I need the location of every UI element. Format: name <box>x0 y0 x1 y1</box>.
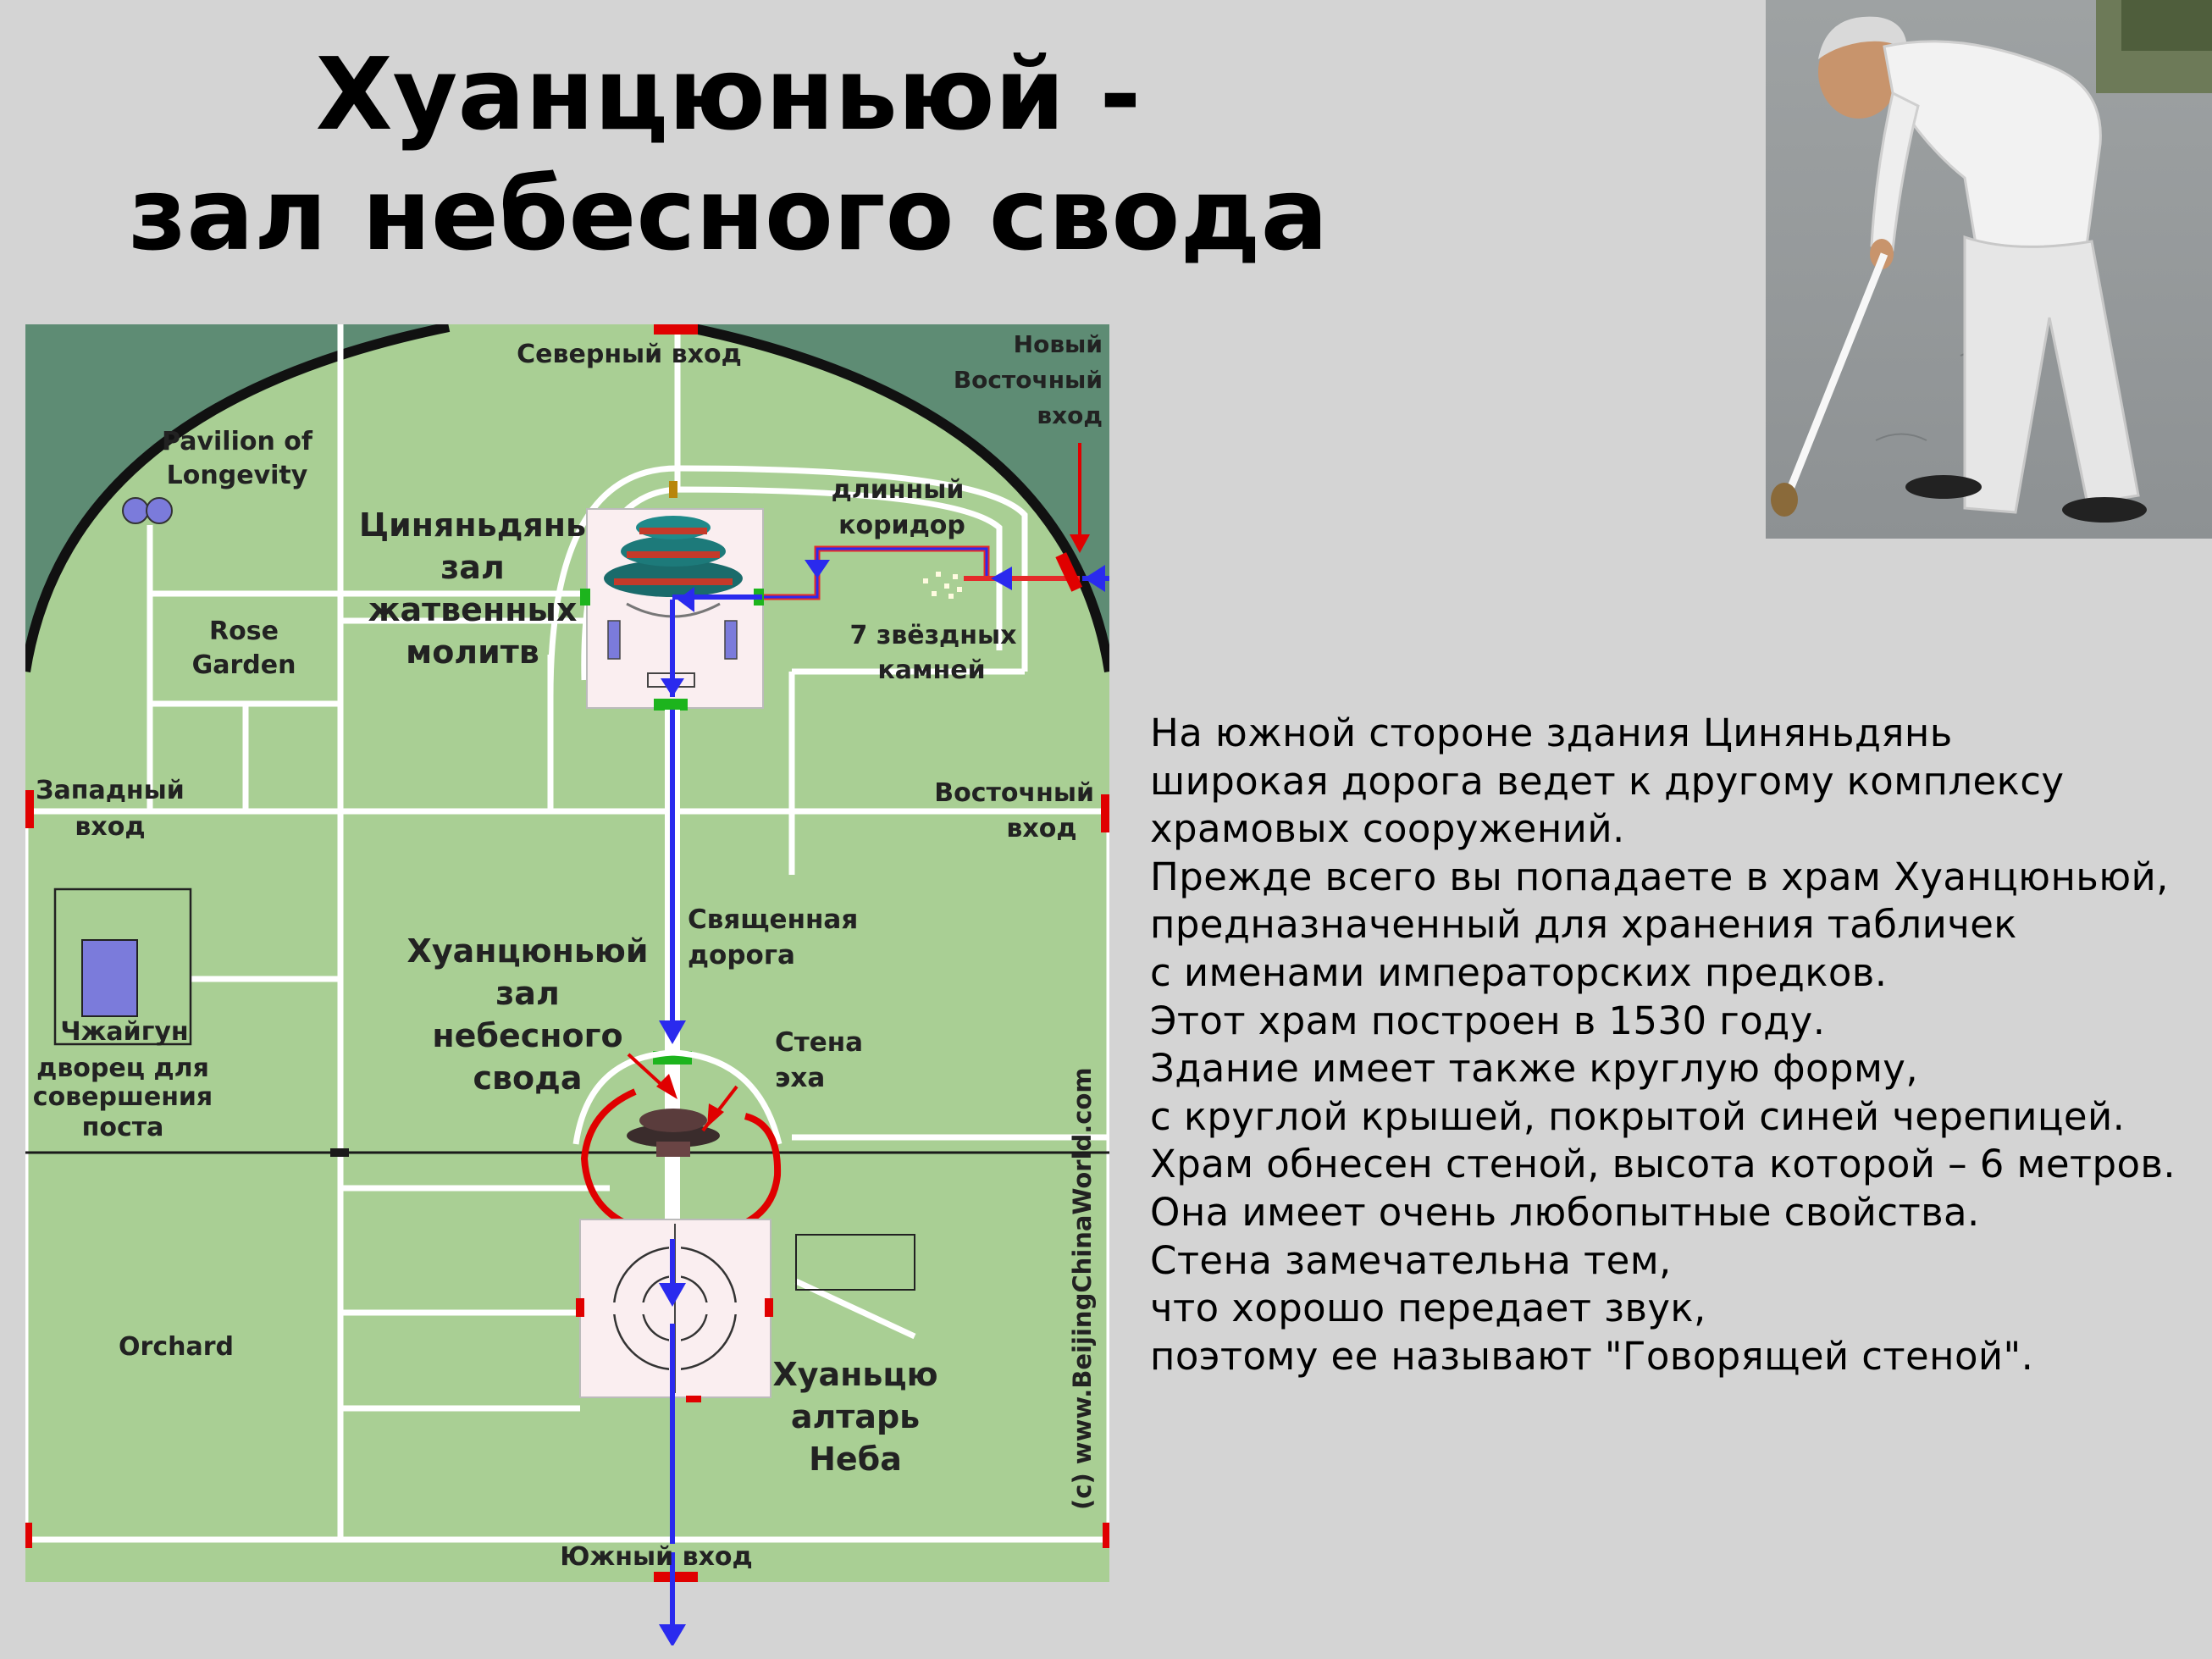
echo-wall <box>572 1049 782 1145</box>
qiniandian-label: Циняньдянь <box>359 506 586 544</box>
echo-wall-label: эха <box>775 1063 825 1093</box>
south-entrance-marker <box>654 1572 698 1582</box>
new-east-entrance-label: Восточный <box>954 366 1103 394</box>
gate-west <box>580 589 590 606</box>
new-east-entrance-label: Новый <box>1014 330 1103 358</box>
park-boundary-east <box>686 324 1109 663</box>
calligrapher-photo <box>1766 0 2212 539</box>
west-entrance-label: Западный <box>36 776 185 805</box>
pavilion-label: Longevity <box>167 461 308 490</box>
text-line: Здание имеет также круглую форму, <box>1150 1046 1919 1092</box>
gate-south <box>654 699 688 711</box>
sacred-way-label: Священная <box>688 904 858 935</box>
park-boundary-west <box>25 324 449 663</box>
text-line: с именами императорских предков. <box>1150 949 1888 995</box>
temple-of-heaven-map: Северный вход Новый Восточный вход Pavil… <box>25 324 1109 1645</box>
slide-title: Хуанцюньюй - зал небесного свода <box>119 34 1338 274</box>
slide-title-line-2: зал небесного свода <box>128 156 1329 273</box>
echo-wall-label: Стена <box>775 1027 863 1058</box>
north-entrance-label: Северный вход <box>517 340 742 369</box>
orchard-label: Orchard <box>119 1332 234 1362</box>
west-entrance-marker <box>25 790 34 828</box>
description-text: На южной стороне здания Циняньдянь широк… <box>1150 710 2200 1380</box>
copyright-label: (c) www.BeijingChinaWorld.com <box>1068 1067 1097 1510</box>
west-entrance-label: вход <box>75 812 145 842</box>
pavilion-label: Pavilion of <box>162 427 313 456</box>
altar-label: Хуаньцю <box>772 1356 937 1393</box>
long-corridor-label: длинный <box>832 475 965 505</box>
text-line: Прежде всего вы попадаете в храм Хуанцюн… <box>1150 854 2169 899</box>
text-line: Стена замечательна тем, <box>1150 1237 1672 1283</box>
slide-title-line-1: Хуанцюньюй - <box>315 36 1142 152</box>
text-line: храмовых сооружений. <box>1150 806 1625 852</box>
north-entrance-marker <box>654 324 698 335</box>
text-line: Храм обнесен стеной, высота которой – 6 … <box>1150 1142 2176 1187</box>
rose-garden-label: Rose <box>209 617 279 646</box>
huangqiongyu-label: небесного <box>432 1017 622 1054</box>
east-entrance-label: Восточный <box>934 778 1094 808</box>
zhaigong-label: совершения <box>33 1082 213 1112</box>
text-line: с круглой крышей, покрытой синей черепиц… <box>1150 1093 2126 1139</box>
huangqiongyu-label: зал <box>495 975 560 1012</box>
seven-stars-label: 7 звёздных <box>850 621 1017 650</box>
text-line: что хорошо передает звук, <box>1150 1286 1706 1331</box>
altar-label: алтарь <box>791 1398 920 1435</box>
qiniandian-temple-icon <box>604 481 743 597</box>
text-line: широкая дорога ведет к другому комплексу <box>1150 758 2065 804</box>
zhaigong-label: поста <box>82 1113 164 1142</box>
text-line: Этот храм построен в 1530 году. <box>1150 998 1826 1043</box>
south-entrance-label: Южный вход <box>560 1542 753 1572</box>
roads <box>25 324 1109 1543</box>
huangqiongyu-temple-icon <box>627 1109 720 1157</box>
rose-garden-label: Garden <box>192 650 296 680</box>
text-line: На южной стороне здания Циняньдянь <box>1150 711 1953 755</box>
qiniandian-label: жатвенных <box>368 591 578 628</box>
park-area <box>25 324 1109 1582</box>
seven-stars-label: камней <box>877 655 985 685</box>
zhaigong-label: Чжайгун <box>60 1017 188 1047</box>
qiniandian-label: молитв <box>406 633 539 671</box>
new-east-entrance-label: вход <box>1037 401 1103 429</box>
text-line: Она имеет очень любопытные свойства. <box>1150 1189 1980 1235</box>
text-line: поэтому ее называют "Говорящей стеной". <box>1150 1333 2034 1379</box>
text-line: предназначенный для хранения табличек <box>1150 902 2017 948</box>
long-corridor-label: коридор <box>838 511 965 540</box>
east-entrance-label: вход <box>1006 814 1076 843</box>
zhaigong-label: дворец для <box>36 1053 209 1083</box>
huangqiongyu-label: свода <box>473 1059 582 1097</box>
qiniandian-label: зал <box>440 549 505 586</box>
altar-label: Неба <box>809 1441 902 1478</box>
east-entrance-marker <box>1101 794 1109 832</box>
sacred-way-label: дорога <box>688 940 795 971</box>
huangqiongyu-label: Хуанцюньюй <box>407 932 649 970</box>
